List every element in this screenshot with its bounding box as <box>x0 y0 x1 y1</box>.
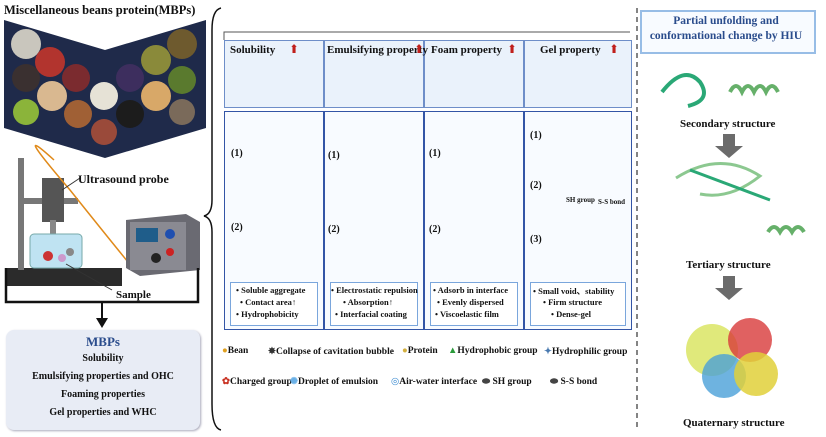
ss-bond-icon: ⬬ <box>550 377 559 387</box>
legend-cavitation: ✸Collapse of cavitation bubble <box>268 347 394 357</box>
legend-hydrophilic: ✦Hydrophilic group <box>544 347 628 357</box>
protein-icon: ● <box>402 346 408 356</box>
hiu-title: Partial unfolding and conformational cha… <box>649 15 803 42</box>
quaternary-structure-label: Quaternary structure <box>683 417 785 429</box>
effect-text: • Hydrophobicity <box>236 309 299 319</box>
increase-arrow-icon: ⬆ <box>609 42 620 56</box>
droplet-icon: ✺ <box>290 377 298 387</box>
step-label: (1) <box>231 148 243 159</box>
step-label: (2) <box>231 222 243 233</box>
structure-arrows <box>715 134 743 300</box>
effect-text: • Evenly dispersed <box>437 297 504 307</box>
sample-label: Sample <box>116 289 151 301</box>
header-emulsifying <box>324 40 424 108</box>
effect-text: • Interfacial coating <box>335 309 407 319</box>
step-label: (2) <box>429 224 441 235</box>
effect-text: • Electrostatic repulsion <box>331 285 418 295</box>
ultrasound-stand <box>6 144 129 291</box>
increase-arrow-icon: ⬆ <box>414 42 425 56</box>
legend-droplet: ✺Droplet of emulsion <box>290 377 379 387</box>
legend-charged: ✿Charged group <box>222 377 292 387</box>
header-foam <box>424 40 524 108</box>
mbps-summary-box <box>6 330 200 430</box>
header-label-solubility: Solubility <box>230 44 276 56</box>
step-label: (2) <box>328 224 340 235</box>
figure-title: Miscellaneous beans protein(MBPs) <box>4 3 196 17</box>
gel-ss-bond-label: S-S bond <box>598 198 626 206</box>
effect-text: • Small void、stability <box>533 286 615 296</box>
effect-text: • Soluble aggregate <box>236 285 306 295</box>
effects-box-emulsifying <box>330 282 418 326</box>
mbps-item-emulsifying: Emulsifying properties and OHC <box>32 371 174 382</box>
protein-structures <box>660 72 806 398</box>
effect-text: • Contact area↑ <box>240 297 297 307</box>
header-gel <box>524 40 632 108</box>
bean-icon: ● <box>222 346 228 356</box>
legend-protein: ●Protein <box>402 346 438 356</box>
tertiary-structure-label: Tertiary structure <box>686 259 771 271</box>
increase-arrow-icon: ⬆ <box>507 42 518 56</box>
charged-group-icon: ✿ <box>222 377 230 387</box>
mbps-item-solubility: Solubility <box>82 353 124 364</box>
header-label-foam: Foam property <box>431 44 502 56</box>
effect-text: • Viscoelastic film <box>435 309 499 319</box>
step-label: (1) <box>530 130 542 141</box>
hiu-title-box <box>640 10 816 54</box>
step-label: (1) <box>328 150 340 161</box>
bean-collage <box>4 20 206 158</box>
step-label: (1) <box>429 148 441 159</box>
sh-group-icon: ⬬ <box>482 377 491 387</box>
step-label: (3) <box>530 234 542 245</box>
step-label: (2) <box>530 180 542 191</box>
secondary-structure-label: Secondary structure <box>680 118 776 130</box>
mbps-item-foaming: Foaming properties <box>61 389 145 400</box>
effect-text: • Dense-gel <box>551 309 592 319</box>
effects-box-foam <box>430 282 518 326</box>
mbps-item-gel: Gel properties and WHC <box>49 407 157 418</box>
legend-bean: ●Bean <box>222 346 249 356</box>
cavitation-bubble-icon: ✸ <box>268 347 276 357</box>
effects-box-solubility <box>230 282 318 326</box>
effect-text: • Adsorb in interface <box>433 285 508 295</box>
legend-ss-bond: ⬬ S-S bond <box>550 377 598 387</box>
ultrasound-probe-label: Ultrasound probe <box>78 172 169 186</box>
mbps-title: MBPs <box>86 334 120 349</box>
header-label-gel: Gel property <box>540 44 601 56</box>
ultrasound-generator <box>126 214 200 276</box>
air-water-interface-icon: ◎ <box>391 377 400 387</box>
gel-sh-group-label: SH group <box>566 196 595 204</box>
legend-hydrophobic: ▲Hydrophobic group <box>448 346 538 356</box>
header-solubility <box>224 40 324 108</box>
legend-sh-group: ⬬ SH group <box>482 377 532 387</box>
effect-text: • Absorption↑ <box>343 297 393 307</box>
effect-text: • Firm structure <box>543 297 603 307</box>
increase-arrow-icon: ⬆ <box>289 42 300 56</box>
hydrophilic-group-icon: ✦ <box>544 347 552 357</box>
hydrophobic-group-icon: ▲ <box>448 346 458 356</box>
header-label-emulsifying: Emulsifying property <box>327 44 428 56</box>
curly-brace <box>203 7 222 431</box>
legend-air-water: ◎Air-water interface <box>391 377 478 387</box>
effects-box-gel <box>530 282 626 326</box>
